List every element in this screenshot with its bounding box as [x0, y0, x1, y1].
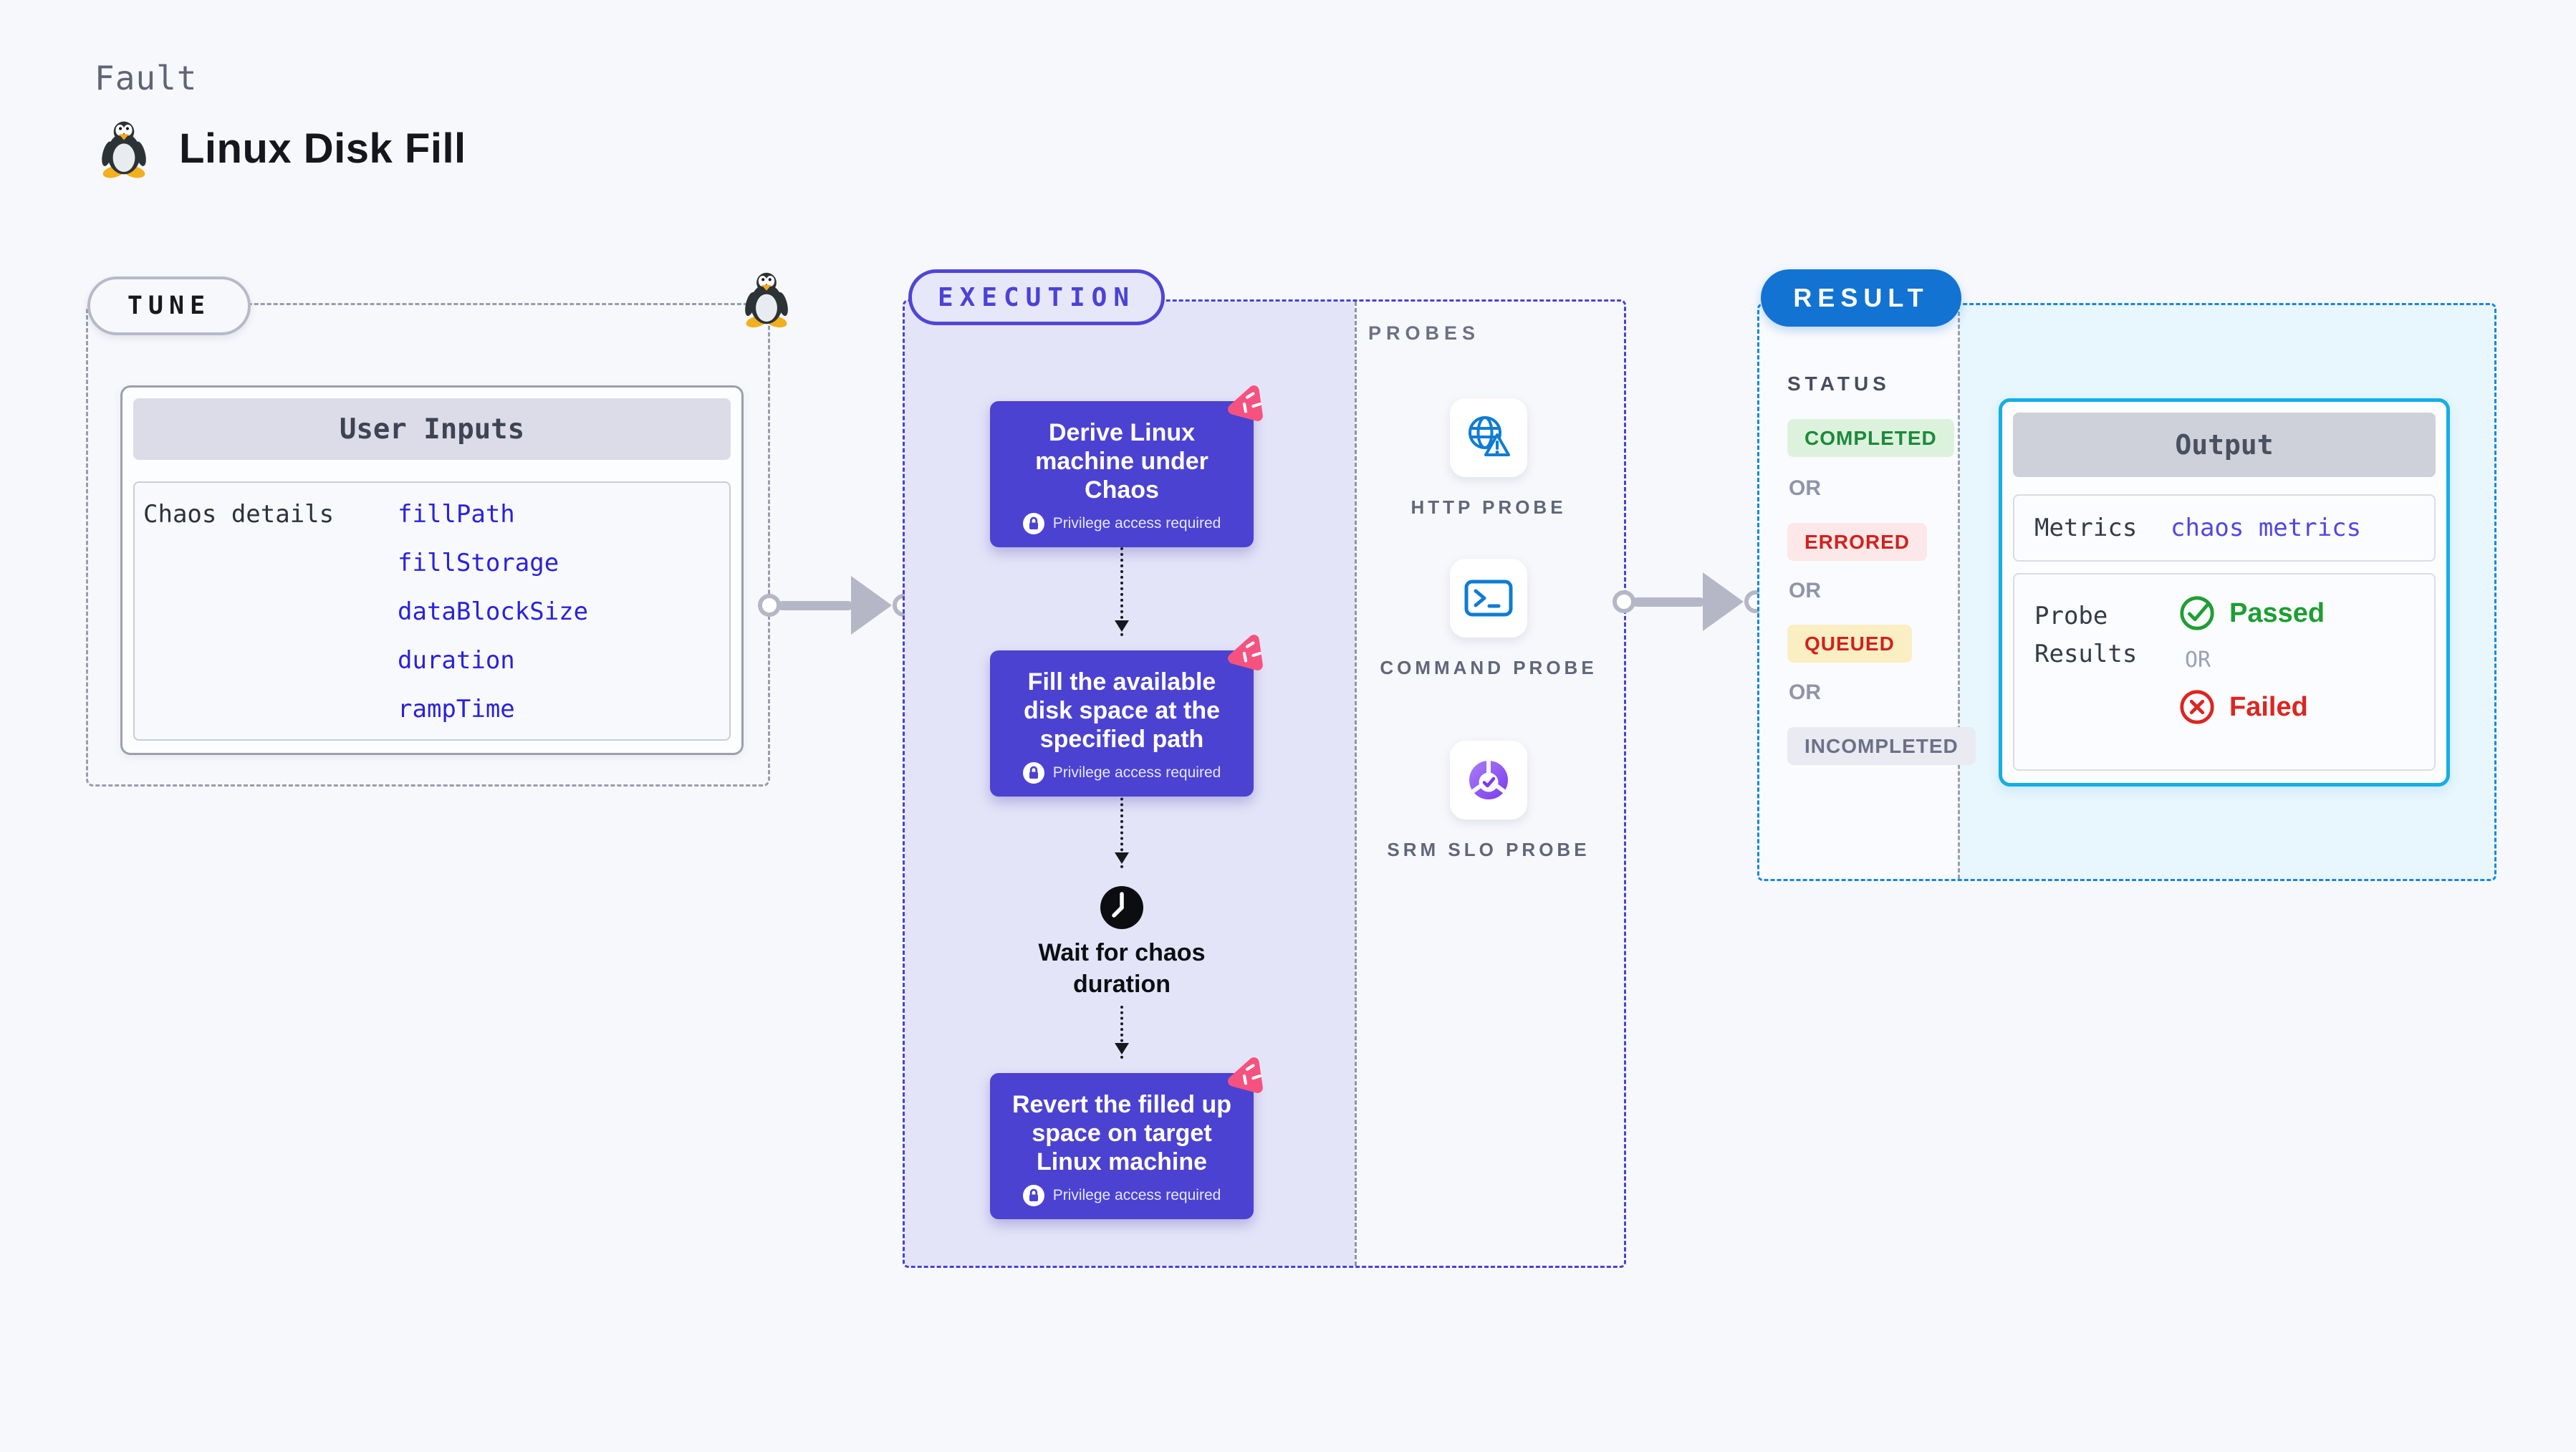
fault-eyebrow: Fault	[95, 59, 198, 97]
chaos-metrics-link[interactable]: chaos metrics	[2171, 514, 2362, 542]
privilege-badge: Privilege access required	[1023, 1185, 1221, 1206]
or-separator: OR	[1789, 476, 1821, 500]
step-derive-machine: Derive Linux machine under Chaos Privile…	[990, 401, 1254, 548]
probes-divider	[1355, 302, 1357, 1266]
status-heading: STATUS	[1787, 372, 1890, 395]
chaos-details-label: Chaos details	[143, 500, 335, 529]
user-inputs-header: User Inputs	[133, 398, 731, 460]
step-title: Revert the filled up space on target Lin…	[1011, 1091, 1232, 1176]
tune-section-label: TUNE	[87, 277, 251, 335]
command-probe-label: COMMAND PROBE	[1380, 657, 1597, 678]
or-separator: OR	[1789, 681, 1821, 704]
tune-section	[86, 303, 770, 787]
result-section-label: RESULT	[1761, 269, 1961, 327]
litmus-chaos-icon	[1226, 1056, 1265, 1095]
metrics-row: Metrics chaos metrics	[2013, 494, 2436, 562]
tune-to-execution-arrow	[758, 576, 915, 635]
clock-icon	[1099, 885, 1145, 931]
user-inputs-body	[133, 481, 731, 741]
srm-slo-probe-card[interactable]	[1450, 741, 1527, 819]
http-probe-label: HTTP PROBE	[1410, 496, 1567, 518]
status-badge-errored: ERRORED	[1787, 523, 1928, 561]
output-header: Output	[2013, 413, 2436, 477]
page-title: Linux Disk Fill	[179, 125, 466, 172]
litmus-chaos-icon	[1226, 633, 1265, 672]
param-link-fillpath[interactable]: fillPath	[398, 500, 515, 529]
lock-icon	[1023, 762, 1044, 784]
check-circle-icon	[2178, 594, 2216, 633]
privilege-badge: Privilege access required	[1023, 513, 1221, 534]
passed-result: Passed	[2178, 593, 2325, 633]
status-column	[1759, 305, 1958, 879]
probe-results-label: Probe Results	[2034, 602, 2138, 668]
step-title: Fill the available disk space at the spe…	[1023, 668, 1220, 754]
wait-duration-label: Wait for chaos duration	[1038, 939, 1206, 999]
tux-penguin-icon	[744, 266, 789, 331]
metrics-label: Metrics	[2034, 514, 2138, 542]
http-probe-icon	[1464, 413, 1514, 463]
srm-slo-probe-label: SRM SLO PROBE	[1387, 839, 1590, 860]
x-circle-icon	[2178, 688, 2216, 726]
or-separator: OR	[1789, 579, 1821, 602]
page-title-row: Linux Disk Fill	[100, 115, 466, 182]
failed-label: Failed	[2229, 691, 2308, 722]
param-link-fillstorage[interactable]: fillStorage	[398, 549, 559, 577]
probe-results-values: Passed OR Failed	[2178, 593, 2325, 727]
failed-result: Failed	[2178, 687, 2325, 727]
probe-results-row: Probe Results Passed OR Failed	[2013, 573, 2436, 771]
privilege-badge: Privilege access required	[1023, 762, 1221, 784]
tux-penguin-icon	[100, 115, 148, 182]
litmus-chaos-icon	[1226, 384, 1265, 423]
privilege-label: Privilege access required	[1052, 515, 1221, 532]
step-title: Derive Linux machine under Chaos	[1035, 419, 1208, 504]
command-probe-icon	[1464, 578, 1514, 618]
step-connector	[1115, 1006, 1129, 1059]
execution-to-result-arrow	[1613, 572, 1767, 631]
srm-slo-probe-icon	[1464, 755, 1514, 805]
privilege-label: Privilege access required	[1052, 764, 1221, 782]
status-badge-completed: COMPLETED	[1787, 419, 1954, 457]
step-connector	[1115, 536, 1129, 636]
lock-icon	[1023, 513, 1044, 534]
param-link-datablocksize[interactable]: dataBlockSize	[398, 597, 589, 626]
param-link-ramptime[interactable]: rampTime	[398, 695, 515, 723]
status-divider	[1958, 305, 1960, 879]
http-probe-card[interactable]	[1450, 398, 1527, 477]
status-badge-queued: QUEUED	[1787, 625, 1912, 663]
probes-label: PROBES	[1368, 322, 1481, 344]
passed-label: Passed	[2229, 597, 2325, 628]
or-separator: OR	[2185, 648, 2211, 673]
privilege-label: Privilege access required	[1052, 1187, 1221, 1204]
param-link-duration[interactable]: duration	[398, 646, 515, 675]
command-probe-card[interactable]	[1450, 559, 1527, 638]
status-badge-incompleted: INCOMPLETED	[1787, 727, 1976, 765]
lock-icon	[1023, 1185, 1044, 1206]
step-connector	[1115, 775, 1129, 868]
step-revert-space: Revert the filled up space on target Lin…	[990, 1073, 1254, 1220]
execution-section-label: EXECUTION	[908, 269, 1165, 325]
step-fill-disk: Fill the available disk space at the spe…	[990, 650, 1254, 797]
